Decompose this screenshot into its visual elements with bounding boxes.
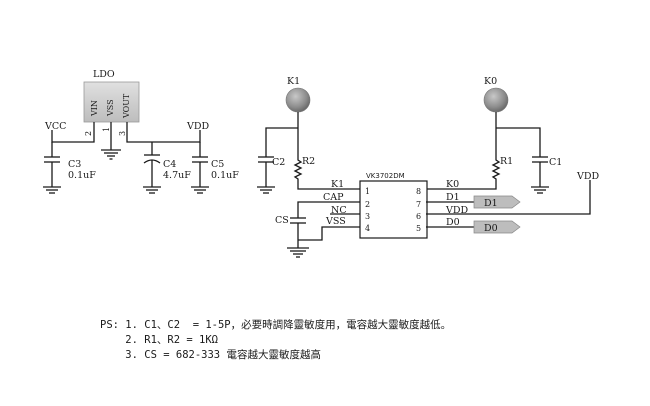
c3-label: C3 xyxy=(68,159,81,170)
chip-pin-num-6: 6 xyxy=(416,212,421,221)
k0-touch-pad xyxy=(483,87,509,113)
note-3: 3. CS = 682-333 電容越大靈敏度越高 xyxy=(125,349,321,361)
ldo-pin-vout: VOUT xyxy=(122,93,131,119)
notes-block: PS: 1. C1、C2 = 1-5P，必要時調降靈敏度用，電容越大靈敏度越低。… xyxy=(100,318,451,363)
chip-pin-num-1: 1 xyxy=(365,187,370,196)
chip-pin-label-vdd: VDD xyxy=(445,205,468,216)
vdd-label-right: VDD xyxy=(576,171,599,182)
chip-pin-num-2: 2 xyxy=(365,200,370,209)
d0-output-port xyxy=(473,220,521,234)
ldo-pin-vss: VSS xyxy=(106,99,115,117)
c1-label: C1 xyxy=(549,157,562,168)
chip-pin-num-4: 4 xyxy=(365,224,370,233)
ldo-pin-vin: VIN xyxy=(90,100,99,117)
c2-label: C2 xyxy=(272,157,285,168)
chip-pin-label-d1: D1 xyxy=(446,192,460,203)
c4-label: C4 xyxy=(163,159,176,170)
chip-pin-label-nc: NC xyxy=(331,205,347,216)
vcc-label: VCC xyxy=(44,121,66,132)
c3-value: 0.1uF xyxy=(68,170,96,181)
chip-pin-num-7: 7 xyxy=(416,200,421,209)
c5-label: C5 xyxy=(211,159,224,170)
k1-key-label: K1 xyxy=(287,76,300,87)
d1-port-label: D1 xyxy=(484,198,498,209)
touch-section: K1 C2 R2 K0 xyxy=(257,76,599,258)
note-2: 2. R1、R2 = 1KΩ xyxy=(125,334,218,346)
ldo-num-vin: 2 xyxy=(84,131,93,136)
capacitor-c1 xyxy=(496,127,549,194)
capacitor-cs xyxy=(290,201,360,248)
vdd-label-left: VDD xyxy=(186,121,209,132)
capacitor-c3 xyxy=(43,142,61,194)
ldo-num-vss: 1 xyxy=(102,127,111,132)
c4-value: 4.7uF xyxy=(163,170,191,181)
r2-label: R2 xyxy=(302,156,315,167)
chip-pin-label-d0: D0 xyxy=(446,217,460,228)
resistor-r1 xyxy=(426,128,501,190)
k1-touch-pad xyxy=(285,87,311,113)
chip-pin-num-8: 8 xyxy=(416,187,421,196)
chip-body xyxy=(359,180,428,239)
capacitor-c5 xyxy=(191,142,209,194)
c5-value: 0.1uF xyxy=(211,170,239,181)
chip-pin-label-k0: K0 xyxy=(446,179,459,190)
ground-symbol-ldo xyxy=(101,149,121,160)
note-line-1: PS: 1. C1、C2 = 1-5P，必要時調降靈敏度用，電容越大靈敏度越低。 xyxy=(100,318,451,333)
vout-wire xyxy=(126,122,201,143)
capacitor-c2 xyxy=(257,127,298,194)
notes-prefix: PS: xyxy=(100,319,126,331)
r1-label: R1 xyxy=(500,156,513,167)
ground-symbol-chip xyxy=(287,247,309,258)
chip-pin-num-5: 5 xyxy=(416,224,421,233)
vin-wire xyxy=(51,122,95,143)
d1-output-port xyxy=(473,195,521,209)
cs-label: CS xyxy=(275,215,289,226)
capacitor-c4 xyxy=(143,142,161,194)
chip-name: VK3702DM xyxy=(366,172,405,180)
d0-port-label: D0 xyxy=(484,223,498,234)
chip-pin-label-vss: VSS xyxy=(325,216,346,227)
ldo-title: LDO xyxy=(93,69,115,80)
chip-pin-label-k1: K1 xyxy=(331,179,344,190)
ldo-section: LDO VIN VSS VOUT 2 1 3 VCC VDD xyxy=(43,69,239,194)
note-1: 1. C1、C2 = 1-5P，必要時調降靈敏度用，電容越大靈敏度越低。 xyxy=(125,319,452,331)
chip-pin-num-3: 3 xyxy=(365,212,370,221)
vss-pin-wire xyxy=(298,226,360,241)
note-line-3: 3. CS = 682-333 電容越大靈敏度越高 xyxy=(100,348,451,363)
ldo-num-vout: 3 xyxy=(118,131,127,136)
note-line-2: 2. R1、R2 = 1KΩ xyxy=(100,333,451,348)
k0-key-label: K0 xyxy=(484,76,497,87)
chip-pin-label-cap: CAP xyxy=(323,192,344,203)
vdd-pin-wire xyxy=(426,180,591,215)
resistor-r2 xyxy=(293,128,360,190)
